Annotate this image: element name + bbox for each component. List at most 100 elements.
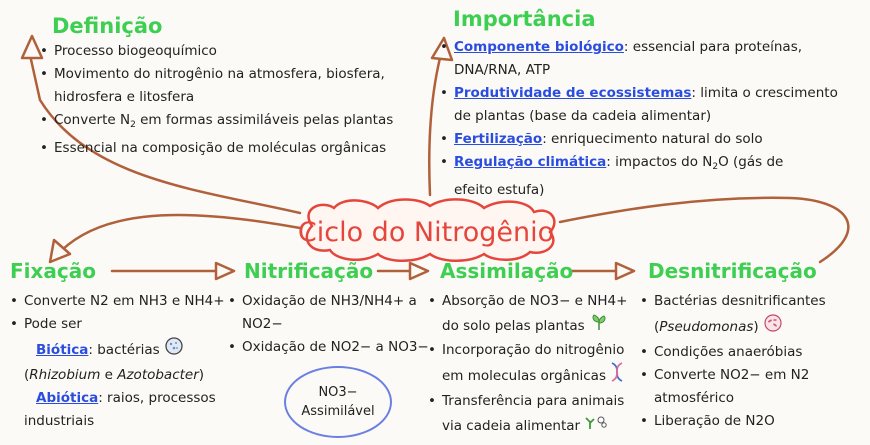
list-item-continuation: de plantas (base da cadeia alimentar): [440, 105, 838, 128]
cell-icon: [164, 336, 184, 364]
list-item-text: Transferência para animais: [442, 393, 625, 409]
list-item-continuation: em moleculas orgânicas: [428, 362, 627, 390]
fixacao-title: Fixação: [10, 259, 97, 283]
list-item-text: ): [753, 319, 759, 335]
list-item-text: : enriquecimento natural do solo: [542, 131, 763, 147]
list-item-text: NO2−: [242, 316, 283, 332]
desnitrificacao-list: Bactérias desnitrificantes (Pseudomonas)…: [640, 290, 826, 433]
list-item-text: hidrosfera e litosfera: [54, 89, 195, 105]
list-item-continuation: Biótica: bactérias: [10, 336, 225, 364]
arrowhead-fix-nit: [214, 261, 236, 281]
list-item-text: do solo pelas plantas: [442, 318, 585, 334]
term-componente: Componente biológico: [454, 39, 624, 55]
list-item-continuation: efeito estufa): [440, 179, 838, 202]
list-item-text: em moleculas orgânicas: [442, 368, 606, 384]
desnitrificacao-title: Desnitrificação: [648, 259, 817, 283]
list-item: Essencial na composição de moléculas org…: [40, 137, 393, 160]
list-item-text: industriais: [24, 413, 95, 429]
nitrate-oval: NO3− Assimilável: [284, 366, 392, 438]
arrowhead-ass-des: [614, 261, 636, 281]
fixacao-list: Converte N2 em NH3 e NH4+ Pode ser Bióti…: [10, 290, 225, 433]
list-item: Produtividade de ecossistemas: limita o …: [440, 82, 838, 105]
list-item-text: : essencial para proteínas,: [623, 39, 803, 55]
list-item-text: : bactérias: [88, 342, 160, 358]
list-item-text: : raios, processos: [98, 390, 216, 406]
definicao-list: Processo biogeoquímico Movimento do nitr…: [40, 40, 393, 160]
list-item: Converte N2 em NH3 e NH4+: [10, 290, 225, 313]
food-chain-icon: [584, 413, 608, 439]
subscript: 2: [130, 120, 136, 130]
definicao-title: Definição: [52, 14, 163, 38]
center-node: Ciclo do Nitrogênio: [295, 205, 557, 259]
assimilacao-list: Absorção de NO3− e NH4+ do solo pelas pl…: [428, 290, 627, 439]
oval-line1: NO3−: [318, 385, 358, 400]
list-item-text: (: [24, 367, 30, 383]
list-item: Condições anaeróbias: [640, 341, 826, 364]
arrowhead-nit-ass: [408, 261, 430, 281]
list-item-text: atmosférico: [654, 390, 735, 406]
list-item-text: Liberação de N2O: [654, 413, 775, 429]
importancia-list: Componente biológico: essencial para pro…: [440, 36, 838, 202]
list-item-text: : impactos do N: [606, 154, 713, 170]
list-item-text: Pode ser: [24, 316, 82, 332]
genus-rhizobium: Rhizobium: [29, 367, 101, 383]
genus-azotobacter: Azotobacter: [117, 367, 199, 383]
list-item: Converte N2 em formas assimiláveis pelas…: [40, 109, 393, 137]
bacteria-icon: [763, 313, 783, 341]
list-item-text: Incorporação do nitrogênio: [442, 342, 625, 358]
list-item-text: Bactérias desnitrificantes: [654, 293, 826, 309]
list-item-continuation: (Rhizobium e Azotobacter): [10, 364, 225, 387]
list-item-continuation: do solo pelas plantas: [428, 313, 627, 339]
list-item-continuation: Abiótica: raios, processos: [10, 387, 225, 410]
list-item: Incorporação do nitrogênio: [428, 339, 627, 362]
list-item-text: Converte N2 em NH3 e NH4+: [24, 293, 225, 309]
subscript: 2: [712, 162, 719, 172]
list-item-text: Oxidação de NH3/NH4+ a: [242, 293, 417, 309]
assimilacao-title: Assimilação: [440, 259, 574, 283]
arrow-to-fixacao: [60, 213, 302, 252]
list-item: Absorção de NO3− e NH4+: [428, 290, 627, 313]
list-item-continuation: via cadeia alimentar: [428, 413, 627, 439]
term-regulacao: Regulação climática: [454, 154, 607, 170]
list-item: Movimento do nitrogênio na atmosfera, bi…: [40, 63, 393, 86]
list-item-text: Absorção de NO3− e NH4+: [442, 293, 628, 309]
oval-line2: Assimilável: [301, 404, 375, 419]
list-item-text: DNA/RNA, ATP: [454, 62, 551, 78]
list-item-text: Condições anaeróbias: [654, 344, 803, 360]
list-item: Processo biogeoquímico: [40, 40, 393, 63]
list-item-continuation: industriais: [10, 410, 225, 433]
list-item: Componente biológico: essencial para pro…: [440, 36, 838, 59]
term-biotica: Biótica: [36, 342, 89, 358]
list-item-text: efeito estufa): [454, 182, 545, 198]
list-item-text: e: [100, 367, 118, 383]
list-item-text: O (gás de: [718, 154, 784, 170]
dna-icon: [610, 362, 624, 390]
list-item: Oxidação de NH3/NH4+ a: [228, 290, 429, 313]
list-item-continuation: atmosférico: [640, 387, 826, 410]
list-item-text: Converte NO2− em N2: [654, 367, 810, 383]
center-cloud: [305, 198, 556, 262]
list-item: Oxidação de NO2− a NO3−: [228, 336, 429, 359]
list-item-continuation: DNA/RNA, ATP: [440, 59, 838, 82]
list-item-continuation: hidrosfera e litosfera: [40, 86, 393, 109]
list-item: Bactérias desnitrificantes: [640, 290, 826, 313]
list-item: Regulação climática: impactos do N2O (gá…: [440, 151, 838, 179]
list-item-text: de plantas (base da cadeia alimentar): [454, 108, 712, 124]
genus-pseudomonas: Pseudomonas: [659, 319, 754, 335]
term-produtividade: Produtividade de ecossistemas: [454, 85, 692, 101]
list-item-text: Oxidação de NO2− a NO3−: [242, 339, 429, 355]
list-item-text: Processo biogeoquímico: [54, 43, 217, 59]
list-item: Pode ser: [10, 313, 225, 336]
list-item-continuation: NO2−: [228, 313, 429, 336]
nitrificacao-list: Oxidação de NH3/NH4+ a NO2− Oxidação de …: [228, 290, 429, 359]
list-item-text: Essencial na composição de moléculas org…: [54, 140, 387, 156]
list-item-text: (: [654, 319, 660, 335]
plant-icon: [589, 313, 609, 339]
center-title: Ciclo do Nitrogênio: [297, 216, 555, 248]
list-item-text: : limita o crescimento: [691, 85, 838, 101]
nitrificacao-title: Nitrificação: [244, 259, 374, 283]
list-item: Liberação de N2O: [640, 410, 826, 433]
arrow-desnitrificacao-return: [558, 196, 850, 264]
term-abiotica: Abiótica: [36, 390, 99, 406]
list-item-text: via cadeia alimentar: [442, 418, 581, 434]
